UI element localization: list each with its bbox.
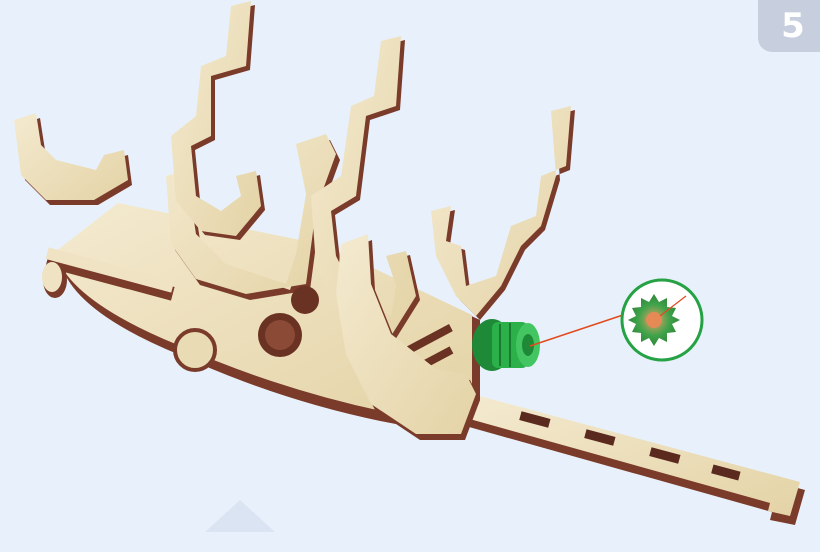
faint-arrow-mark [205, 500, 275, 532]
green-gear-part [472, 319, 540, 371]
callout-zoom-circle [622, 280, 702, 360]
keel-strip [462, 394, 805, 525]
rib-3 [171, 1, 265, 240]
rib-1 [14, 113, 132, 205]
callout-line [530, 312, 632, 346]
rib-5 [431, 106, 575, 320]
